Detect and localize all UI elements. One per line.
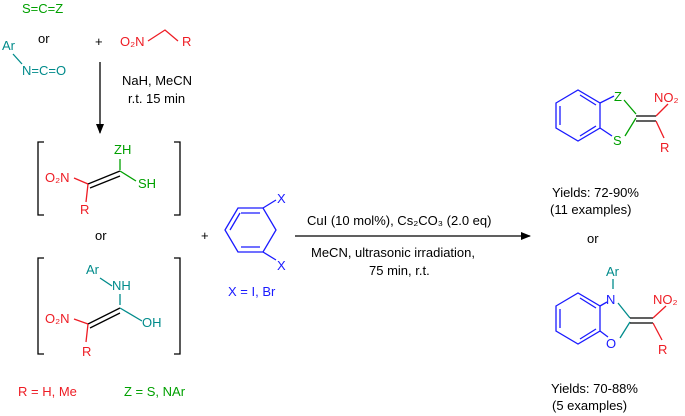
intermediate1-r: R xyxy=(80,202,89,217)
plus-sign-1: + xyxy=(95,34,103,49)
intermediate1-zh: ZH xyxy=(114,142,131,157)
product2-no2: NO₂ xyxy=(653,292,678,307)
product1-z: Z xyxy=(614,89,622,104)
product1-no2: NO₂ xyxy=(654,90,679,105)
or-label-1: or xyxy=(38,31,50,46)
product2-structure xyxy=(555,292,667,345)
step2-conditions-line1: CuI (10 mol%), Cs₂CO₃ (2.0 eq) xyxy=(307,213,491,228)
bracket-right-2 xyxy=(174,257,181,355)
bracket-left-2 xyxy=(37,257,44,355)
intermediate1-o2n: O₂N xyxy=(45,170,70,185)
step1-conditions-line1: NaH, MeCN xyxy=(122,73,192,88)
plus-sign-2: + xyxy=(201,228,209,243)
product2-ar: Ar xyxy=(606,264,620,279)
product2-yields: Yields: 70-88% xyxy=(551,381,638,396)
footnote-r-definition: R = H, Me xyxy=(18,384,77,399)
product1-yields: Yields: 72-90% xyxy=(552,185,639,200)
product2-r: R xyxy=(658,342,667,357)
dihalobenzene-ring xyxy=(224,199,277,261)
dihalo-x-bottom: X xyxy=(277,258,286,273)
intermediate2-nh: NH xyxy=(112,278,131,293)
product2-o: O xyxy=(606,336,616,351)
ar-label-isocyanate: Ar xyxy=(2,38,16,53)
bracket-left-1 xyxy=(37,141,44,216)
intermediate2-ar: Ar xyxy=(86,262,100,277)
nitroalkane-o2n: O₂N xyxy=(120,34,145,49)
reagent-scz: S=C=Z xyxy=(22,1,63,16)
intermediate2-o2n: O₂N xyxy=(45,311,70,326)
intermediate1-sh: SH xyxy=(138,176,156,191)
step2-conditions-line2: MeCN, ultrasonic irradiation, xyxy=(311,245,475,260)
or-label-mid: or xyxy=(95,228,107,243)
product1-s: S xyxy=(613,133,622,148)
product1-structure xyxy=(555,89,669,142)
intermediate2-oh: OH xyxy=(142,315,162,330)
product2-examples: (5 examples) xyxy=(552,398,627,413)
nitroalkane-r: R xyxy=(182,34,191,49)
dihalo-x-top: X xyxy=(277,191,286,206)
footnote-z-definition: Z = S, NAr xyxy=(124,384,186,399)
product2-n: N xyxy=(606,292,615,307)
step1-conditions-line2: r.t. 15 min xyxy=(128,91,185,106)
product1-r: R xyxy=(660,140,669,155)
dihalo-x-definition: X = I, Br xyxy=(228,284,276,299)
reagent-isocyanate: N=C=O xyxy=(22,63,66,78)
product1-examples: (11 examples) xyxy=(550,202,631,217)
intermediate2-r: R xyxy=(82,344,91,359)
or-label-right: or xyxy=(587,231,599,246)
step2-conditions-line3: 75 min, r.t. xyxy=(369,263,430,278)
bracket-right-1 xyxy=(174,141,181,216)
